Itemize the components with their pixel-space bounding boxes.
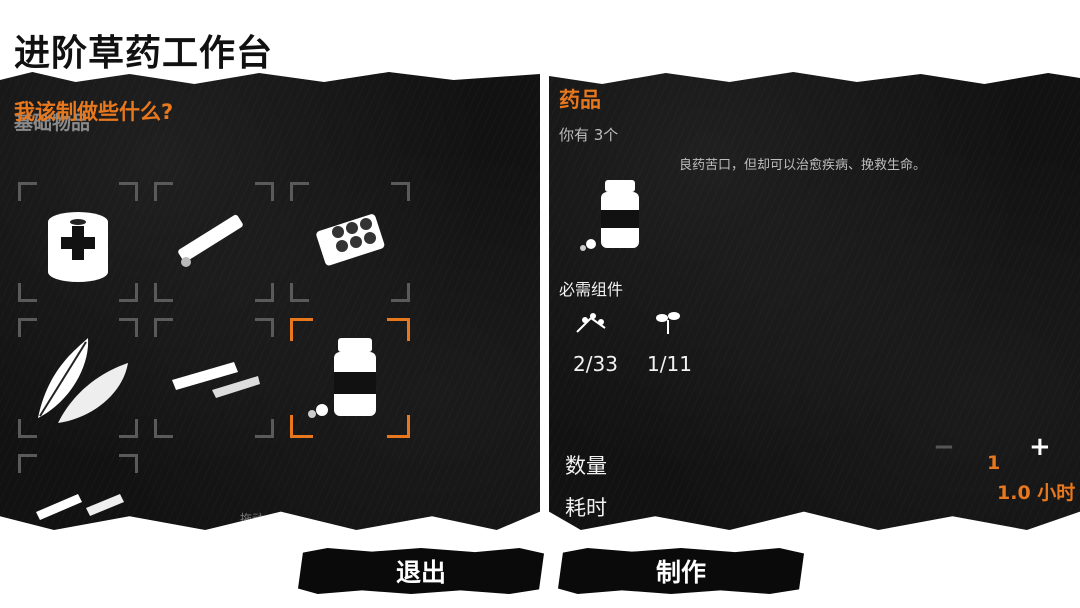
recipe-list-heading: 我该制做些什么? <box>14 100 174 124</box>
recipe-slot-pills[interactable] <box>290 182 410 302</box>
recipe-slot-splints[interactable] <box>154 318 274 438</box>
recipe-slot-cigarette[interactable] <box>154 182 274 302</box>
drag-hint: 拖动 <box>240 512 265 526</box>
recipe-list-panel: 基础物品 我该制做些什么? <box>0 72 540 530</box>
bandage-icon <box>48 212 108 282</box>
recipe-slot-strips[interactable] <box>18 454 138 530</box>
quantity-increase-button[interactable]: + <box>1029 432 1051 462</box>
owned-count: 你有 3个 <box>559 126 619 144</box>
strips-icon <box>36 494 124 520</box>
herb-icon <box>576 313 606 333</box>
component-count-2: 1/11 <box>647 352 692 376</box>
quantity-value: 1 <box>987 452 1001 474</box>
panel-divider <box>540 60 549 550</box>
time-label: 耗时 <box>565 496 607 520</box>
cigarette-icon <box>178 214 243 267</box>
pills-icon <box>316 214 385 266</box>
herbs-icon <box>38 338 128 423</box>
sprout-icon <box>656 312 680 334</box>
recipe-detail-panel: 药品 你有 3个 良药苦口，但却可以治愈疾病、挽救生命。 必需组件 2/33 1… <box>549 72 1080 530</box>
recipe-slot-herbs[interactable] <box>18 318 138 438</box>
quantity-label: 数量 <box>565 454 607 478</box>
page-title: 进阶草药工作台 <box>14 33 274 74</box>
components-label: 必需组件 <box>559 280 624 299</box>
item-name: 药品 <box>559 88 601 112</box>
craft-time-value: 1.0 小时 <box>997 482 1076 504</box>
exit-button[interactable]: 退出 <box>298 548 544 594</box>
craft-button[interactable]: 制作 <box>558 548 804 594</box>
quantity-decrease-button[interactable]: − <box>933 432 955 462</box>
splint-icon <box>172 362 260 398</box>
component-count-1: 2/33 <box>573 352 618 376</box>
category-label: 基础物品 <box>14 112 91 134</box>
recipe-slot-medicine[interactable] <box>290 318 410 438</box>
item-description: 良药苦口，但却可以治愈疾病、挽救生命。 <box>679 158 927 173</box>
medicine-bottle-icon <box>580 180 639 251</box>
recipe-slot-bandage[interactable] <box>18 182 138 302</box>
medicine-bottle-icon <box>308 338 376 418</box>
